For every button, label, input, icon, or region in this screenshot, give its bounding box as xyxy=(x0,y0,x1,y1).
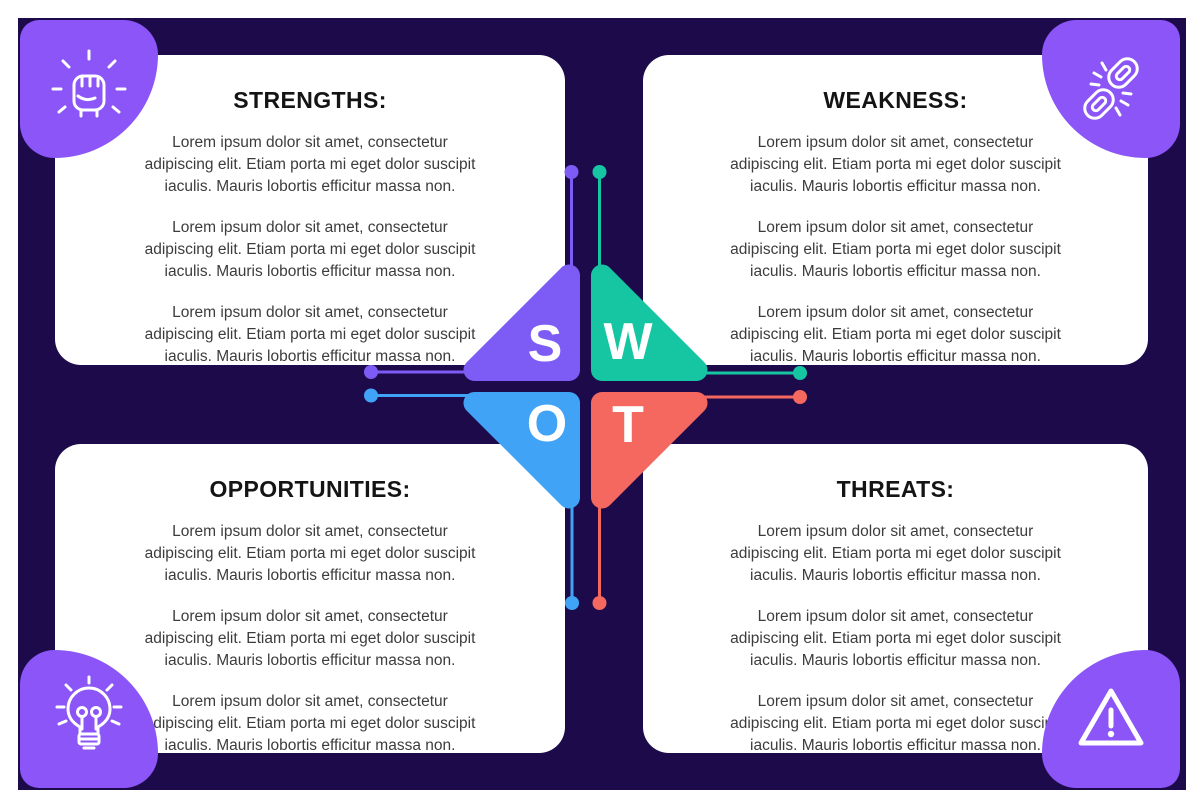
connector-dot-strengths-left xyxy=(364,365,378,379)
triangle-threats xyxy=(591,392,708,509)
corner-blob-top-left xyxy=(20,20,158,158)
letter-s: S xyxy=(528,315,563,373)
lightbulb-icon xyxy=(55,675,123,750)
triangle-strengths xyxy=(463,264,580,381)
strengths-paragraph-3: Lorem ipsum dolor sit amet, consectetur … xyxy=(144,304,476,365)
threats-title: THREATS: xyxy=(836,476,955,502)
strengths-title: STRENGTHS: xyxy=(233,87,387,113)
weakness-paragraph-2: Lorem ipsum dolor sit amet, consectetur … xyxy=(730,219,1061,280)
connector-dot-opportunities-left xyxy=(364,388,378,403)
warning-triangle-icon xyxy=(1078,688,1144,746)
letter-t: T xyxy=(612,396,644,454)
background-canvas: STRENGTHS: Lorem ipsum dolor sit amet, c… xyxy=(18,18,1186,790)
connector-dot-threats-right xyxy=(793,390,807,404)
connector-dot-opportunities-bottom xyxy=(565,596,579,610)
weakness-paragraph-1: Lorem ipsum dolor sit amet, consectetur … xyxy=(730,134,1061,195)
weakness-card: WEAKNESS: Lorem ipsum dolor sit amet, co… xyxy=(643,55,1148,365)
opportunities-paragraph-3: Lorem ipsum dolor sit amet, consectetur … xyxy=(144,693,476,754)
triangle-opportunities xyxy=(463,392,580,509)
opportunities-paragraph-1: Lorem ipsum dolor sit amet, consectetur … xyxy=(144,523,476,584)
connector-dot-weakness-right xyxy=(793,366,807,380)
strengths-paragraph-1: Lorem ipsum dolor sit amet, consectetur … xyxy=(144,134,476,195)
corner-blob-bottom-right xyxy=(1042,650,1180,788)
raised-fist-icon xyxy=(51,49,127,118)
weakness-paragraph-3: Lorem ipsum dolor sit amet, consectetur … xyxy=(730,304,1061,365)
opportunities-paragraph-2: Lorem ipsum dolor sit amet, consectetur … xyxy=(144,608,476,669)
threats-paragraph-2: Lorem ipsum dolor sit amet, consectetur … xyxy=(730,608,1061,669)
connector-dot-weakness-top xyxy=(592,165,607,179)
letter-o: O xyxy=(527,395,567,453)
connector-dot-strengths-top xyxy=(564,165,579,179)
broken-chain-icon xyxy=(1083,57,1139,120)
opportunities-title: OPPORTUNITIES: xyxy=(209,476,411,502)
connector-dot-threats-bottom xyxy=(592,596,607,610)
weakness-title: WEAKNESS: xyxy=(823,87,968,113)
letter-w: W xyxy=(603,313,653,371)
triangle-weakness xyxy=(591,264,708,381)
swot-diagram: S W O T xyxy=(364,165,807,610)
strengths-paragraph-2: Lorem ipsum dolor sit amet, consectetur … xyxy=(144,219,476,280)
threats-paragraph-1: Lorem ipsum dolor sit amet, consectetur … xyxy=(730,523,1061,584)
